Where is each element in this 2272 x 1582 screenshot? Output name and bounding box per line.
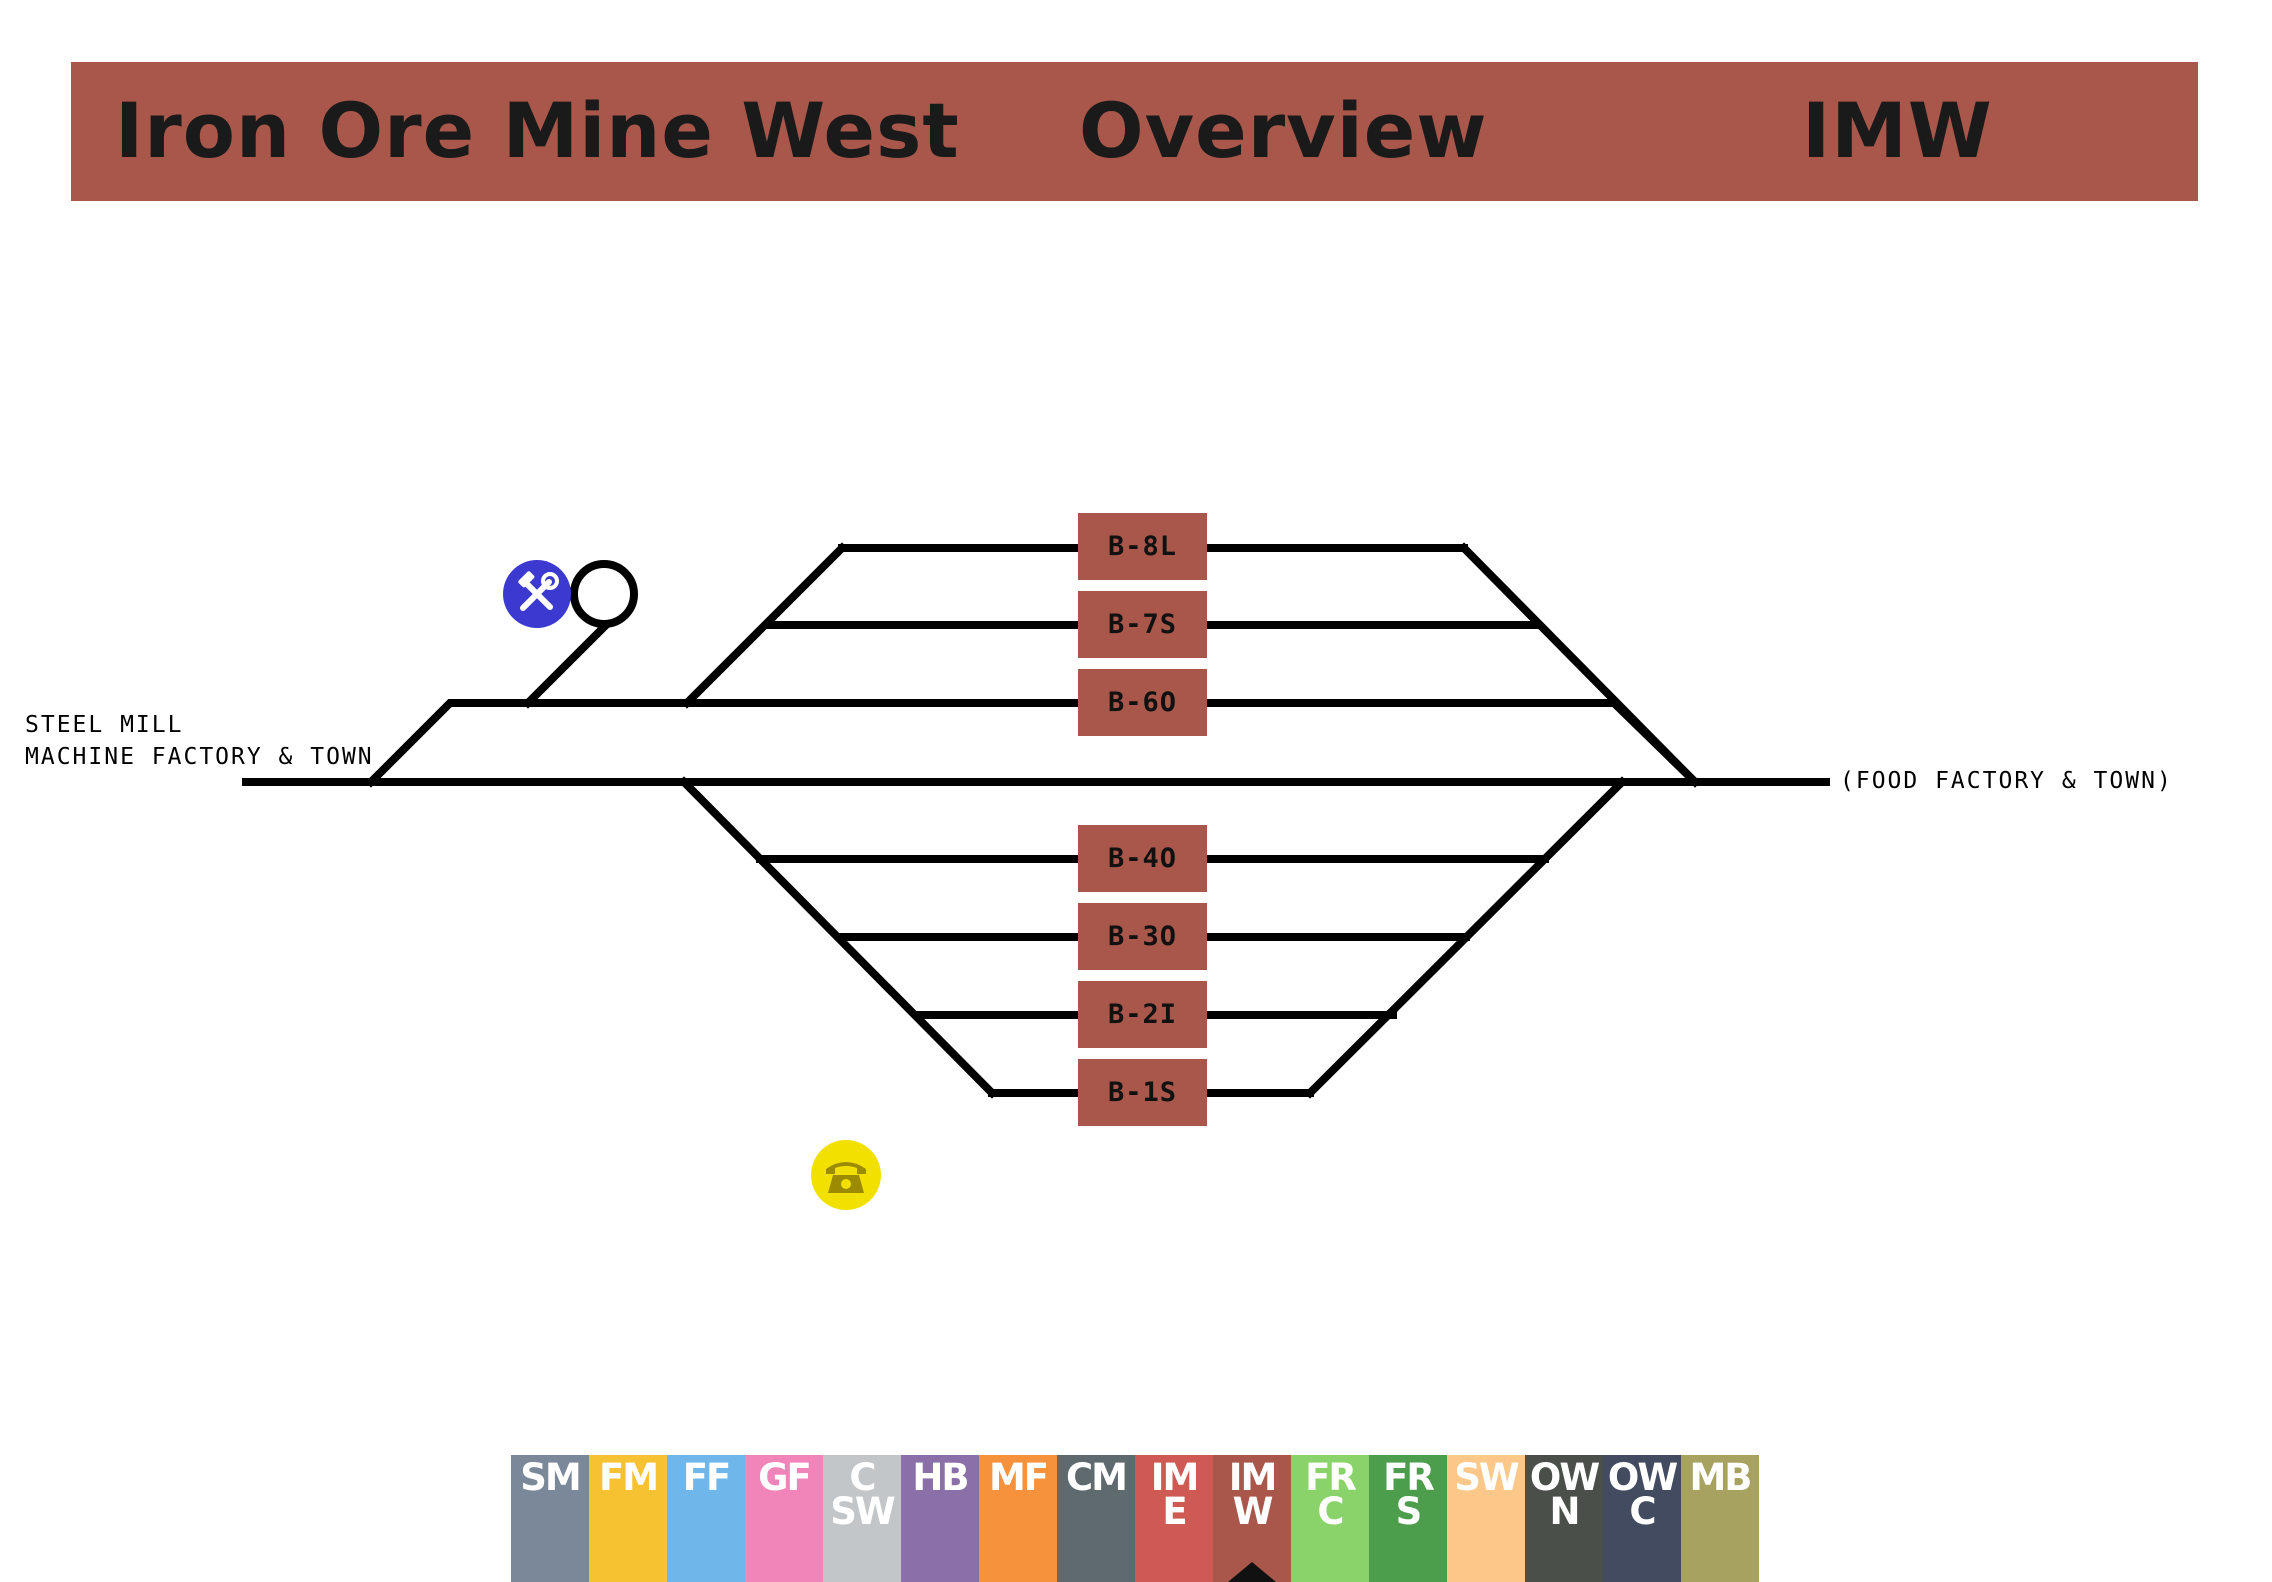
nav-tab-label: IM <box>1150 1456 1200 1499</box>
destination-right: (FOOD FACTORY & TOWN) <box>1840 768 2173 794</box>
platform-b4[interactable]: B-4O <box>1078 825 1207 892</box>
phone-icon[interactable] <box>811 1140 881 1210</box>
nav-tab-mb[interactable]: MB <box>1681 1455 1759 1582</box>
nav-tab-label: OW <box>1529 1456 1600 1499</box>
track-upper-loop <box>365 699 1701 788</box>
platform-b6[interactable]: B-6O <box>1078 669 1207 736</box>
nav-tab-label: SM <box>520 1456 581 1499</box>
nav-tab-sm[interactable]: SM <box>511 1455 589 1582</box>
nav-tab-label: FR <box>1305 1456 1357 1499</box>
nav-tab-label: CM <box>1066 1456 1128 1499</box>
track-ladder-upper-right <box>1458 542 1701 788</box>
station-title: Iron Ore Mine West <box>115 86 960 175</box>
telephone-glyph <box>826 1162 866 1193</box>
platform-b2[interactable]: B-2I <box>1078 981 1207 1048</box>
turntable-circle <box>570 560 638 628</box>
nav-tab-label: FM <box>598 1456 659 1499</box>
nav-tab-sublabel: N <box>1549 1490 1581 1533</box>
nav-tab-cm[interactable]: CM <box>1057 1455 1135 1582</box>
nav-tab-label: GF <box>758 1456 812 1499</box>
platform-b1[interactable]: B-1S <box>1078 1059 1207 1126</box>
nav-tab-sublabel: C <box>1629 1490 1656 1533</box>
nav-tab-label: FR <box>1383 1456 1435 1499</box>
tools-icon[interactable] <box>503 560 571 628</box>
nav-tab-label: FF <box>682 1456 732 1499</box>
track-maintenance-siding <box>522 619 612 709</box>
nav-tab-label: HB <box>912 1456 969 1499</box>
nav-tab-label: SW <box>1454 1456 1519 1499</box>
nav-tab-label: C <box>849 1456 876 1499</box>
station-code: IMW <box>1802 86 1993 175</box>
header-banner: Iron Ore Mine West Overview IMW <box>71 62 2198 201</box>
nav-tab-mf[interactable]: MF <box>979 1455 1057 1582</box>
nav-tab-gf[interactable]: GF <box>745 1455 823 1582</box>
nav-tab-label: MF <box>988 1456 1049 1499</box>
nav-tab-label: MB <box>1689 1456 1752 1499</box>
destination-left-2: MACHINE FACTORY & TOWN <box>25 744 374 770</box>
nav-tab-sublabel: W <box>1232 1490 1274 1533</box>
nav-tab-sublabel: SW <box>830 1490 895 1533</box>
track-ladder-upper-left <box>681 542 848 709</box>
nav-tab-sw[interactable]: SW <box>1447 1455 1525 1582</box>
nav-tab-label: IM <box>1228 1456 1278 1499</box>
nav-tab-sublabel: S <box>1395 1490 1423 1533</box>
nav-tab-sublabel: E <box>1162 1490 1187 1533</box>
nav-tab-ff[interactable]: FF <box>667 1455 745 1582</box>
nav-tab-label: OW <box>1607 1456 1678 1499</box>
hammer-wrench-glyph <box>518 571 559 611</box>
nav-tab-fm[interactable]: FM <box>589 1455 667 1582</box>
platform-b3[interactable]: B-3O <box>1078 903 1207 970</box>
nav-tab-hb[interactable]: HB <box>901 1455 979 1582</box>
page-title: Overview <box>1079 86 1488 175</box>
nav-tab-sublabel: C <box>1317 1490 1344 1533</box>
platform-b7[interactable]: B-7S <box>1078 591 1207 658</box>
platform-b8[interactable]: B-8L <box>1078 513 1207 580</box>
destination-left-1: STEEL MILL <box>25 712 184 738</box>
